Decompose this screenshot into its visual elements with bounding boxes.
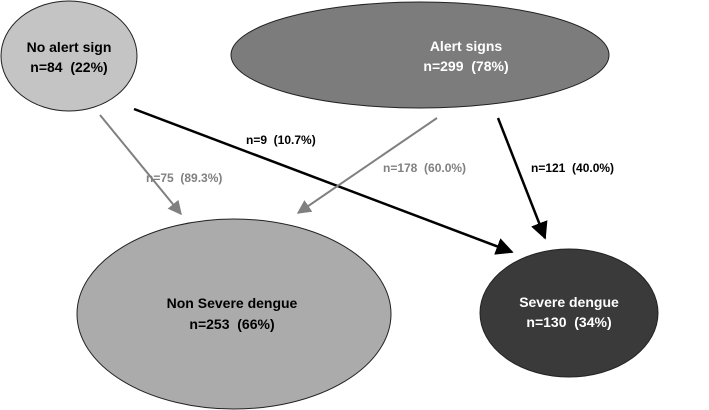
severe-dengue-count: n=130 (34%) bbox=[526, 314, 611, 330]
severe-dengue-node bbox=[479, 248, 659, 378]
no-alert-sign-count: n=84 (22%) bbox=[30, 59, 107, 75]
no-alert-sign-node bbox=[0, 0, 138, 112]
severe-dengue-title: Severe dengue bbox=[519, 294, 619, 310]
non-severe-dengue-count: n=253 (66%) bbox=[189, 316, 274, 332]
alert-signs-node bbox=[230, 1, 610, 109]
edge-label-no-alert-to-severe: n=9 (10.7%) bbox=[246, 133, 316, 147]
no-alert-sign-title: No alert sign bbox=[27, 39, 112, 55]
alert-signs-count: n=299 (78%) bbox=[423, 58, 508, 74]
edge-alert-to-severe bbox=[496, 117, 548, 240]
edge-label-alert-to-non-severe: n=178 (60.0%) bbox=[383, 161, 466, 175]
non-severe-dengue-title: Non Severe dengue bbox=[167, 295, 298, 311]
edge-no-alert-to-non-severe bbox=[99, 114, 182, 216]
edge-label-alert-to-severe: n=121 (40.0%) bbox=[531, 161, 614, 175]
alert-signs-title: Alert signs bbox=[430, 38, 503, 54]
non-severe-dengue-node bbox=[76, 218, 392, 410]
edge-alert-to-non-severe bbox=[296, 117, 438, 214]
edge-no-alert-to-severe bbox=[133, 107, 514, 255]
edge-label-no-alert-to-non-severe: n=75 (89.3%) bbox=[146, 171, 222, 185]
